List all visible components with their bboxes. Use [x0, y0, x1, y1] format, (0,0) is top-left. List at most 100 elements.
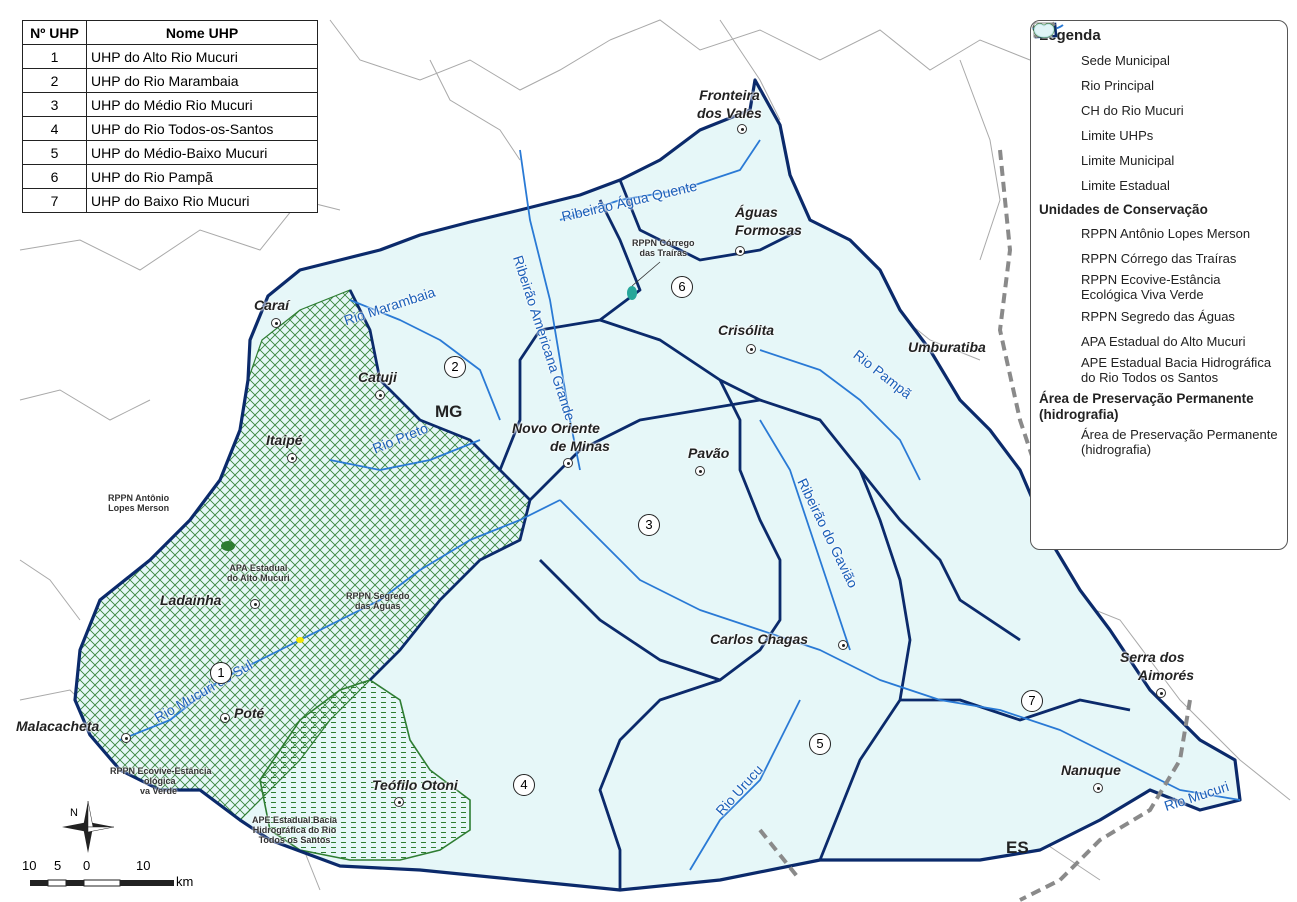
city-label: Carlos Chagas [710, 631, 809, 647]
city-marker [735, 246, 745, 256]
rppn-ecovive-icon [1034, 24, 1075, 298]
legend-item-label: Área de Preservação Permanente (hidrogra… [1081, 427, 1278, 457]
legend-item: CH do Rio Mucuri [1033, 22, 1279, 121]
city-label: Itaipé [266, 432, 303, 448]
city-marker [746, 344, 756, 354]
uhp-name: UHP do Rio Todos-os-Santos [86, 116, 318, 141]
rppn-segredo-das-aguas [296, 637, 304, 643]
uhp-name: UHP do Baixo Rio Mucuri [86, 188, 318, 213]
legend-item: Limite Estadual [1033, 21, 1279, 196]
ape-todos-os-santos [259, 679, 471, 861]
city-marker [695, 466, 705, 476]
legend-item-label: APA Estadual do Alto Mucuri [1081, 333, 1246, 349]
uhp-number: 6 [671, 276, 693, 298]
legend-item: Área de Preservação Permanente (hidrogra… [1034, 23, 1279, 457]
uhp-num: 2 [22, 68, 87, 93]
city-label: Malacacheta [16, 718, 100, 734]
legend-item-label: Limite Estadual [1081, 177, 1170, 193]
north-label: N [70, 807, 78, 819]
north-arrow-icon [62, 800, 115, 853]
rppn-segredo-icon [1034, 24, 1075, 327]
municipal-boundary-icon [1033, 22, 1075, 171]
scale-tick: 5 [54, 858, 62, 873]
legend-title: Legenda [1039, 27, 1101, 44]
scale-bar [30, 879, 174, 887]
city-label: Catuji [358, 369, 397, 385]
uhp-num: 6 [22, 164, 87, 189]
legend-item-label: RPPN Córrego das Traíras [1081, 250, 1237, 266]
legend-item: RPPN Antônio Lopes Merson [1034, 24, 1279, 244]
city-marker [220, 713, 230, 723]
city-label: Nanuque [1061, 762, 1121, 778]
state-label: MG [435, 402, 463, 421]
legend-item-label: CH do Rio Mucuri [1081, 102, 1184, 118]
uhp-num: 4 [22, 116, 87, 141]
uhp-name: UHP do Rio Marambaia [86, 68, 318, 93]
city-label: Crisólita [718, 322, 775, 338]
legend-item-label: Limite Municipal [1081, 152, 1175, 168]
legend-item: Sede Municipal [1032, 22, 1279, 71]
scale-unit: km [176, 874, 194, 889]
legend-item: RPPN Córrego das Traíras [1034, 24, 1279, 269]
legend-item: APE Estadual Bacia Hidrográfica do Rio T… [1033, 23, 1279, 385]
uhp-table-header-num: Nº UHP [22, 20, 87, 45]
legend-item: Rio Principal [1032, 24, 1279, 96]
uhp-boundary-icon [1033, 22, 1075, 146]
uhp-table-header-name: Nome UHP [86, 20, 318, 45]
uhp-num: 7 [22, 188, 87, 213]
uhp-name: UHP do Médio-Baixo Mucuri [86, 140, 318, 165]
city-marker [375, 390, 385, 400]
legend-section-app: Área de Preservação Permanente (hidrogra… [1039, 391, 1254, 422]
river-line-icon [1032, 24, 1075, 96]
legend-item-label: APE Estadual Bacia Hidrográfica do Rio T… [1081, 355, 1272, 385]
legend-item-label: Rio Principal [1081, 77, 1154, 93]
legend-section-uc: Unidades de Conservação [1039, 202, 1208, 217]
rppn-antonio-icon [1034, 24, 1075, 244]
city-label: Ladainha [160, 592, 222, 608]
city-marker [271, 318, 281, 328]
legend-item-label: RPPN Segredo das Águas [1081, 308, 1235, 324]
legend-item-label: RPPN Antônio Lopes Merson [1081, 225, 1251, 241]
legend-item: Limite UHPs [1033, 22, 1279, 146]
legend-item-label: Sede Municipal [1081, 52, 1170, 68]
uhp-name: UHP do Médio Rio Mucuri [86, 92, 318, 117]
city-marker [737, 124, 747, 134]
main-rivers [119, 139, 1241, 871]
uhp-num: 1 [22, 44, 87, 69]
city-label: Caraí [254, 297, 290, 313]
legend-item-label: RPPN Ecovive-Estância Ecológica Viva Ver… [1081, 272, 1221, 302]
state-label: ES [1006, 838, 1029, 857]
rppn-corrego-das-trairas [627, 286, 637, 300]
rppn-antonio-lopes-merson [221, 541, 235, 551]
rppn-trairas-icon [1034, 24, 1075, 269]
apa-hatch-icon [1034, 23, 1075, 352]
city-label: Teófilo Otoni [372, 777, 458, 793]
app-area-icon [1034, 23, 1075, 453]
legend-item-label: Limite UHPs [1081, 127, 1154, 143]
uhp-number: 5 [809, 733, 831, 755]
legend-item: Limite Municipal [1033, 22, 1279, 171]
uhp-number: 1 [210, 662, 232, 684]
city-label: Poté [234, 705, 265, 721]
uhp-number: 4 [513, 774, 535, 796]
state-boundary-icon [1033, 21, 1075, 196]
scale-tick: 0 [83, 858, 91, 873]
scale-tick: 10 [22, 858, 37, 873]
uhp-number: 3 [638, 514, 660, 536]
